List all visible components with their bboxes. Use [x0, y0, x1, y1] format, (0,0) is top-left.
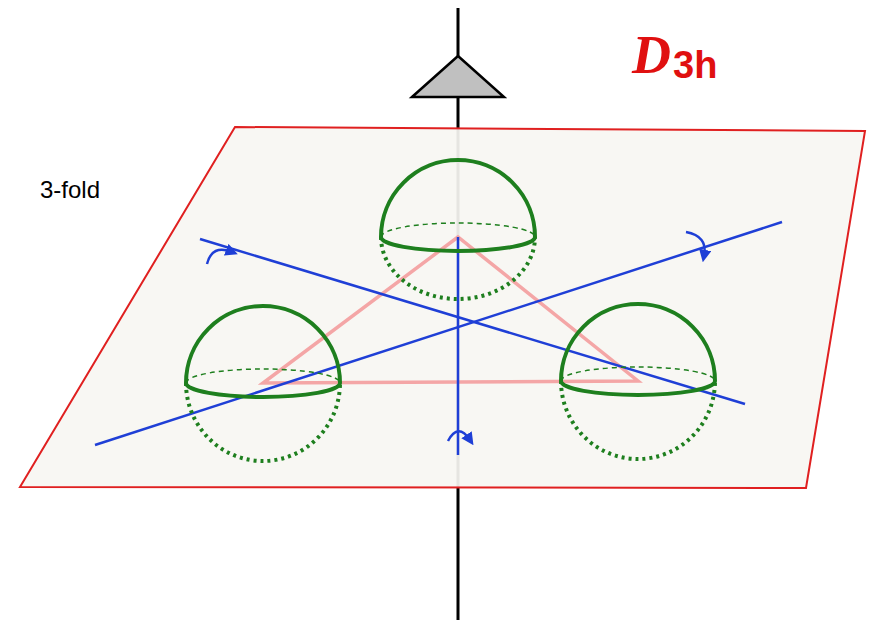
hemispheres	[186, 160, 715, 461]
c2-axes	[95, 222, 782, 455]
threefold-symbol	[412, 56, 504, 97]
molecule-triangle	[263, 237, 638, 383]
rotation-arrows	[207, 232, 705, 441]
axis-label: 3-fold	[40, 178, 100, 202]
point-group-subscript: 3h	[673, 46, 717, 84]
mirror-plane	[20, 127, 865, 488]
point-group-letter: D	[632, 28, 671, 82]
c3-axis	[457, 8, 460, 620]
